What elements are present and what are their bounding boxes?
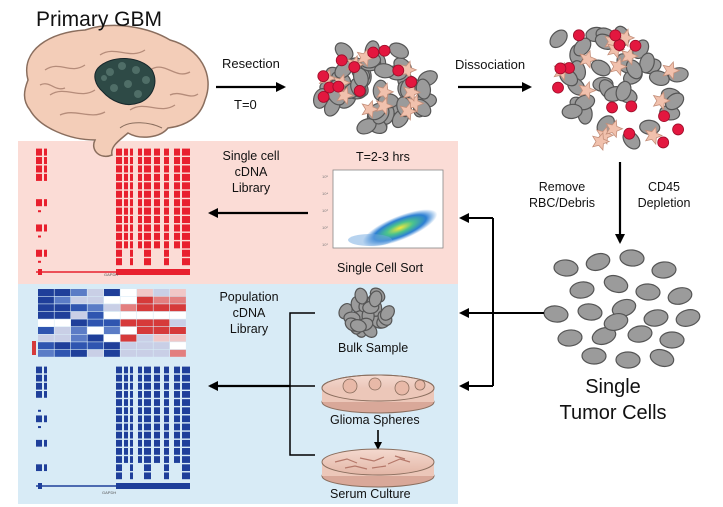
single-tumor-cells xyxy=(543,249,701,369)
population-library-label-3: Library xyxy=(229,322,269,336)
blue-track-gene-label: GAPDH xyxy=(102,490,117,495)
svg-text:10²: 10² xyxy=(322,225,328,230)
serum-culture-dish xyxy=(321,448,435,488)
svg-text:10³: 10³ xyxy=(322,208,328,213)
red-track-gene-label: GAPDH xyxy=(104,272,119,277)
single-library-label-1: Single cell xyxy=(222,149,280,163)
population-gene-tracks xyxy=(36,366,190,489)
resected-tissue-cluster xyxy=(312,40,438,135)
resection-label: Resection xyxy=(222,56,280,71)
brain-illustration xyxy=(23,24,209,157)
single-library-label-3: Library xyxy=(231,181,271,195)
population-library-label-2: cDNA xyxy=(232,306,266,320)
dissociated-cells xyxy=(549,25,689,151)
bulk-sample-label: Bulk Sample xyxy=(338,341,409,355)
glioma-spheres-dish xyxy=(321,374,435,414)
svg-text:10⁵: 10⁵ xyxy=(322,174,328,179)
single-cell-sort-label: Single Cell Sort xyxy=(337,261,424,275)
svg-text:10¹: 10¹ xyxy=(322,242,328,247)
serum-culture-label: Serum Culture xyxy=(330,487,411,501)
bulk-sample-pellet xyxy=(338,287,395,338)
cd45-label-2: Depletion xyxy=(637,196,691,210)
t0-label: T=0 xyxy=(234,97,257,112)
dissociation-label: Dissociation xyxy=(455,57,526,72)
population-library-label-1: Population xyxy=(219,290,279,304)
cd45-label-1: CD45 xyxy=(648,180,680,194)
result-label-2: Tumor Cells xyxy=(559,402,667,424)
page-title: Primary GBM xyxy=(36,8,162,31)
remove-label-1: Remove xyxy=(538,180,586,194)
result-label-1: Single xyxy=(585,376,641,398)
sort-time-label: T=2-3 hrs xyxy=(356,150,410,164)
remove-label-2: RBC/Debris xyxy=(529,196,595,210)
distribution-arrows xyxy=(459,213,544,391)
single-cell-gene-tracks xyxy=(36,148,190,275)
glioma-spheres-label: Glioma Spheres xyxy=(330,413,420,427)
svg-text:10⁴: 10⁴ xyxy=(322,191,328,196)
flow-cytometry-plot: 10⁵ 10⁴ 10³ 10² 10¹ xyxy=(322,169,444,249)
population-heatmap xyxy=(32,289,186,357)
population-bracket xyxy=(289,312,315,456)
single-library-label-2: cDNA xyxy=(234,165,268,179)
